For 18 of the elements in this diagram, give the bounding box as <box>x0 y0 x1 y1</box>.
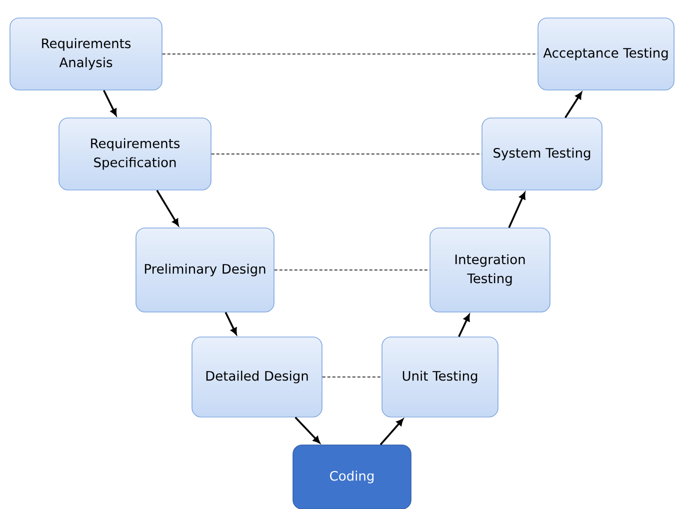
arrow <box>564 92 582 118</box>
process-box: System Testing <box>482 118 602 190</box>
process-box: Requirements Specification <box>58 118 212 190</box>
arrow <box>458 314 470 337</box>
process-box: Preliminary Design <box>136 228 274 312</box>
process-box: Coding <box>292 444 412 509</box>
process-box: Requirements Analysis <box>10 18 162 90</box>
dashed-line <box>322 376 382 378</box>
process-box: Detailed Design <box>192 336 322 418</box>
process-box: Integration Testing <box>430 228 550 312</box>
arrow <box>156 190 179 226</box>
process-box: Unit Testing <box>382 336 498 418</box>
arrow <box>294 416 320 444</box>
arrow <box>380 418 404 446</box>
arrow <box>224 312 237 335</box>
process-box: Acceptance Testing <box>538 18 674 90</box>
arrow <box>508 192 526 228</box>
arrow <box>103 90 117 116</box>
